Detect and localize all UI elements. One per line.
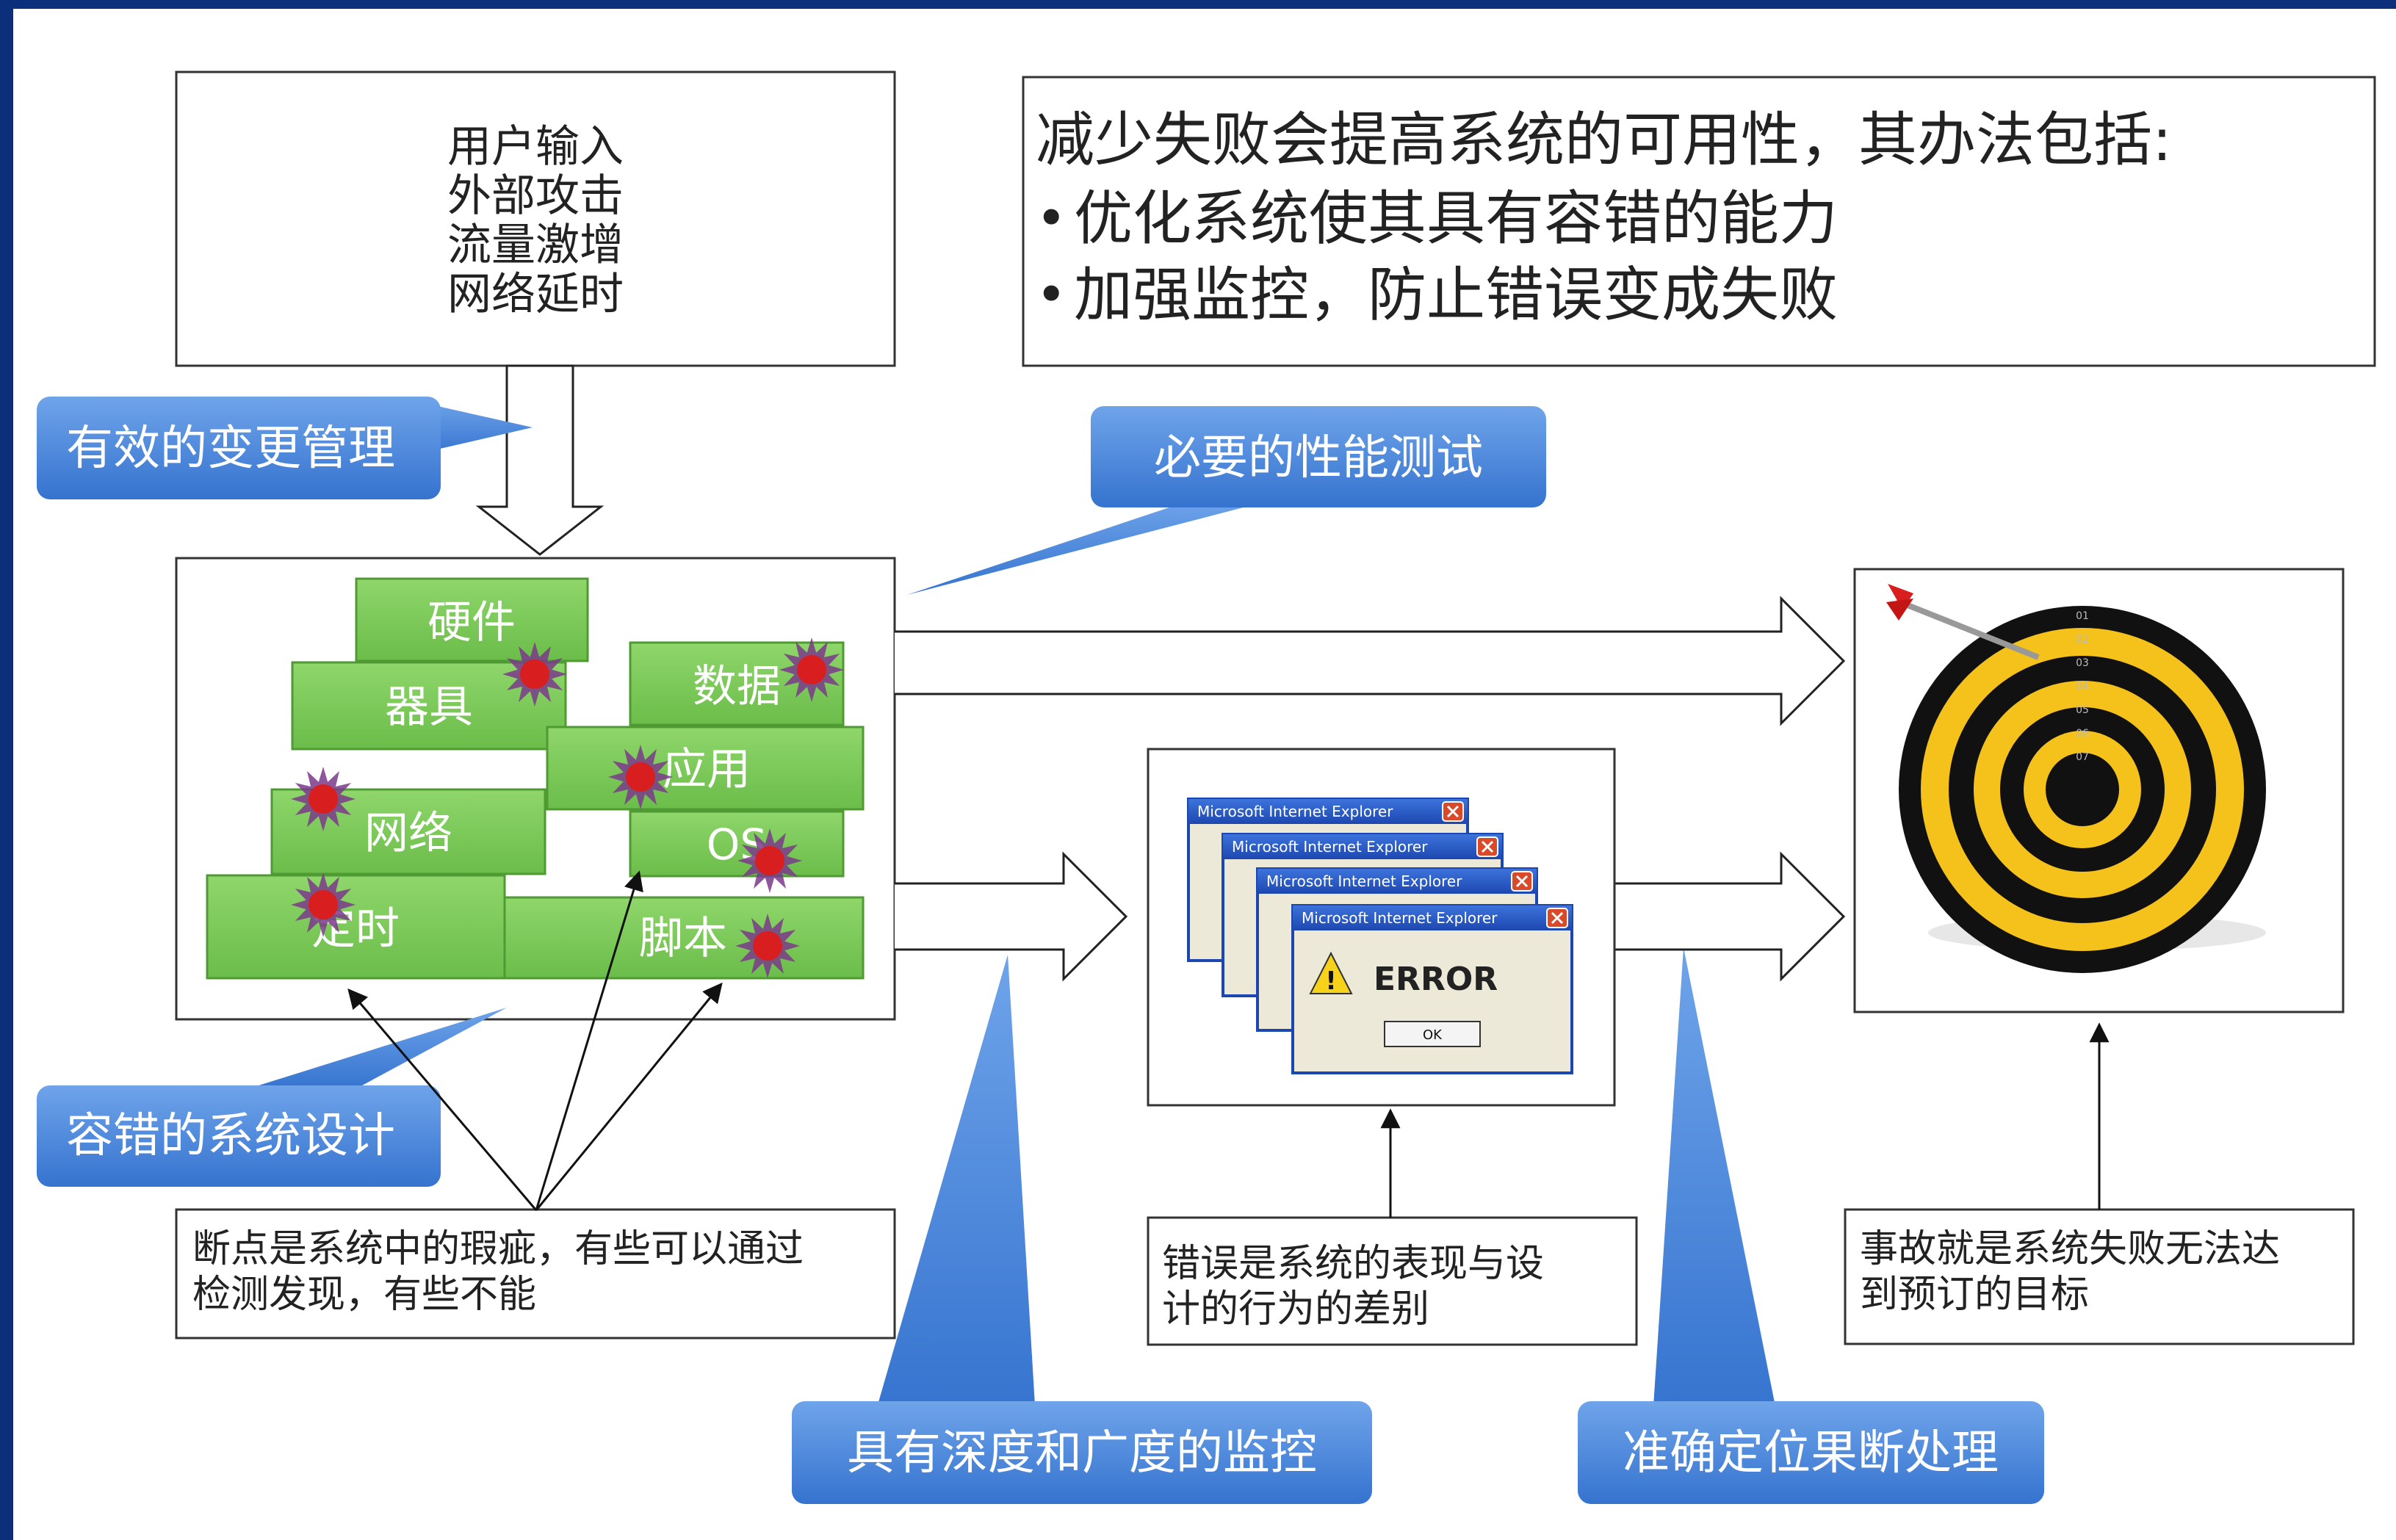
error-window-title: Microsoft Internet Explorer bbox=[1197, 803, 1393, 820]
ring-label: 01 bbox=[2076, 610, 2089, 622]
fault-star-icon bbox=[608, 745, 673, 809]
callout-monitoring: 具有深度和广度的监控 bbox=[792, 955, 1372, 1504]
warning-icon: ! bbox=[1309, 951, 1353, 996]
ok-button-label: OK bbox=[1423, 1027, 1443, 1043]
close-icon bbox=[1511, 871, 1533, 892]
dart-icon bbox=[1886, 584, 2040, 660]
block-application-label: 应用 bbox=[663, 744, 751, 795]
pointer-breakpoints-to-script bbox=[535, 982, 723, 1211]
ring-label: 06 bbox=[2076, 728, 2089, 740]
frame-left bbox=[0, 0, 13, 1540]
pointer-breakpoints-to-os bbox=[535, 870, 643, 1211]
block-data-label: 数据 bbox=[693, 661, 781, 712]
error-window: Microsoft Internet Explorer! ERROR OK bbox=[1291, 904, 1573, 1074]
callout-change-mgmt: 有效的变更管理 bbox=[37, 397, 533, 499]
pointer-breakpoints-to-timing bbox=[347, 988, 538, 1211]
close-icon bbox=[1476, 836, 1498, 857]
block-script-label: 脚本 bbox=[639, 913, 727, 964]
note-errors-line-2: 计的行为的差别 bbox=[1162, 1287, 1429, 1331]
principles-bullet-2: 加强监控，防止错误变成失败 bbox=[1074, 261, 1838, 329]
input-line-2: 外部攻击 bbox=[447, 170, 624, 222]
dartboard: 01 02 03 04 05 06 07 bbox=[1886, 584, 2266, 973]
fault-star-icon bbox=[735, 914, 800, 978]
input-line-3: 流量激增 bbox=[447, 220, 624, 271]
block-hardware bbox=[355, 577, 589, 662]
bullet-dot-2: • bbox=[1036, 264, 1067, 325]
fault-star-icon bbox=[291, 872, 356, 937]
fault-star-icon bbox=[502, 642, 567, 706]
dartboard-ring bbox=[2046, 753, 2119, 826]
arrow-errors-to-target bbox=[1614, 851, 1846, 982]
inputs-down-arrow bbox=[475, 364, 605, 556]
block-application bbox=[546, 726, 865, 811]
ring-label: 04 bbox=[2076, 681, 2089, 693]
inputs-box bbox=[175, 71, 896, 367]
error-window-title: Microsoft Internet Explorer bbox=[1232, 838, 1428, 856]
block-os bbox=[629, 810, 845, 878]
block-network bbox=[270, 788, 546, 875]
input-line-4: 网络延时 bbox=[447, 269, 624, 320]
close-icon bbox=[1442, 801, 1464, 822]
close-icon bbox=[1546, 908, 1568, 928]
callout-perf-test: 必要的性能测试 bbox=[907, 406, 1546, 595]
block-network-label: 网络 bbox=[364, 808, 452, 859]
bullet-dot-1: • bbox=[1036, 187, 1067, 249]
error-window-title: Microsoft Internet Explorer bbox=[1266, 872, 1462, 890]
note-incidents-box bbox=[1844, 1208, 2355, 1345]
note-breakpoints-line-2: 检测发现，有些不能 bbox=[192, 1273, 536, 1317]
ring-label: 07 bbox=[2076, 751, 2089, 763]
callout-fault-tolerant: 容错的系统设计 bbox=[37, 1008, 507, 1187]
principles-bullet-1: 优化系统使其具有容错的能力 bbox=[1074, 184, 1838, 253]
note-breakpoints-line-1: 断点是系统中的瑕疵，有些可以通过 bbox=[192, 1227, 804, 1271]
callout-perf-test-label: 必要的性能测试 bbox=[1154, 431, 1483, 485]
arrow-system-to-errors bbox=[895, 851, 1128, 982]
input-line-1: 用户输入 bbox=[447, 121, 624, 173]
callout-change-mgmt-label: 有效的变更管理 bbox=[66, 422, 395, 476]
note-incidents-line-1: 事故就是系统失败无法达 bbox=[1860, 1227, 2280, 1271]
callout-locate-fix-label: 准确定位果断处理 bbox=[1623, 1426, 1999, 1481]
ring-label: 03 bbox=[2076, 657, 2089, 669]
block-appliance-label: 器具 bbox=[385, 682, 473, 733]
fault-markers bbox=[291, 637, 844, 978]
callout-locate-fix: 准确定位果断处理 bbox=[1578, 947, 2044, 1504]
callout-fault-tolerant-label: 容错的系统设计 bbox=[66, 1109, 395, 1163]
fault-star-icon bbox=[779, 637, 844, 702]
fault-star-icon bbox=[737, 828, 802, 893]
note-errors-box bbox=[1147, 1216, 1638, 1346]
block-script bbox=[503, 896, 865, 980]
fault-star-icon bbox=[291, 767, 356, 831]
block-timing bbox=[206, 874, 506, 980]
note-errors-line-1: 错误是系统的表现与设 bbox=[1162, 1242, 1544, 1286]
error-message: ERROR bbox=[1374, 961, 1498, 998]
ring-label: 02 bbox=[2076, 634, 2089, 646]
callout-monitoring-label: 具有深度和广度的监控 bbox=[847, 1426, 1317, 1481]
error-window-title: Microsoft Internet Explorer bbox=[1302, 909, 1498, 927]
ring-label: 05 bbox=[2076, 704, 2089, 716]
principles-heading: 减少失败会提高系统的可用性，其办法包括: bbox=[1036, 106, 2172, 174]
note-incidents-line-2: 到预订的目标 bbox=[1860, 1273, 2089, 1317]
block-hardware-label: 硬件 bbox=[427, 597, 516, 648]
system-blocks: 硬件 器具 数据 应用 网络 OS 定时 脚本 bbox=[206, 577, 865, 980]
ok-button[interactable] bbox=[1384, 1021, 1481, 1047]
svg-text:!: ! bbox=[1325, 966, 1337, 996]
frame-top bbox=[0, 0, 2396, 9]
principles-box bbox=[1022, 76, 2376, 367]
arrow-system-to-target-1 bbox=[895, 596, 1846, 726]
